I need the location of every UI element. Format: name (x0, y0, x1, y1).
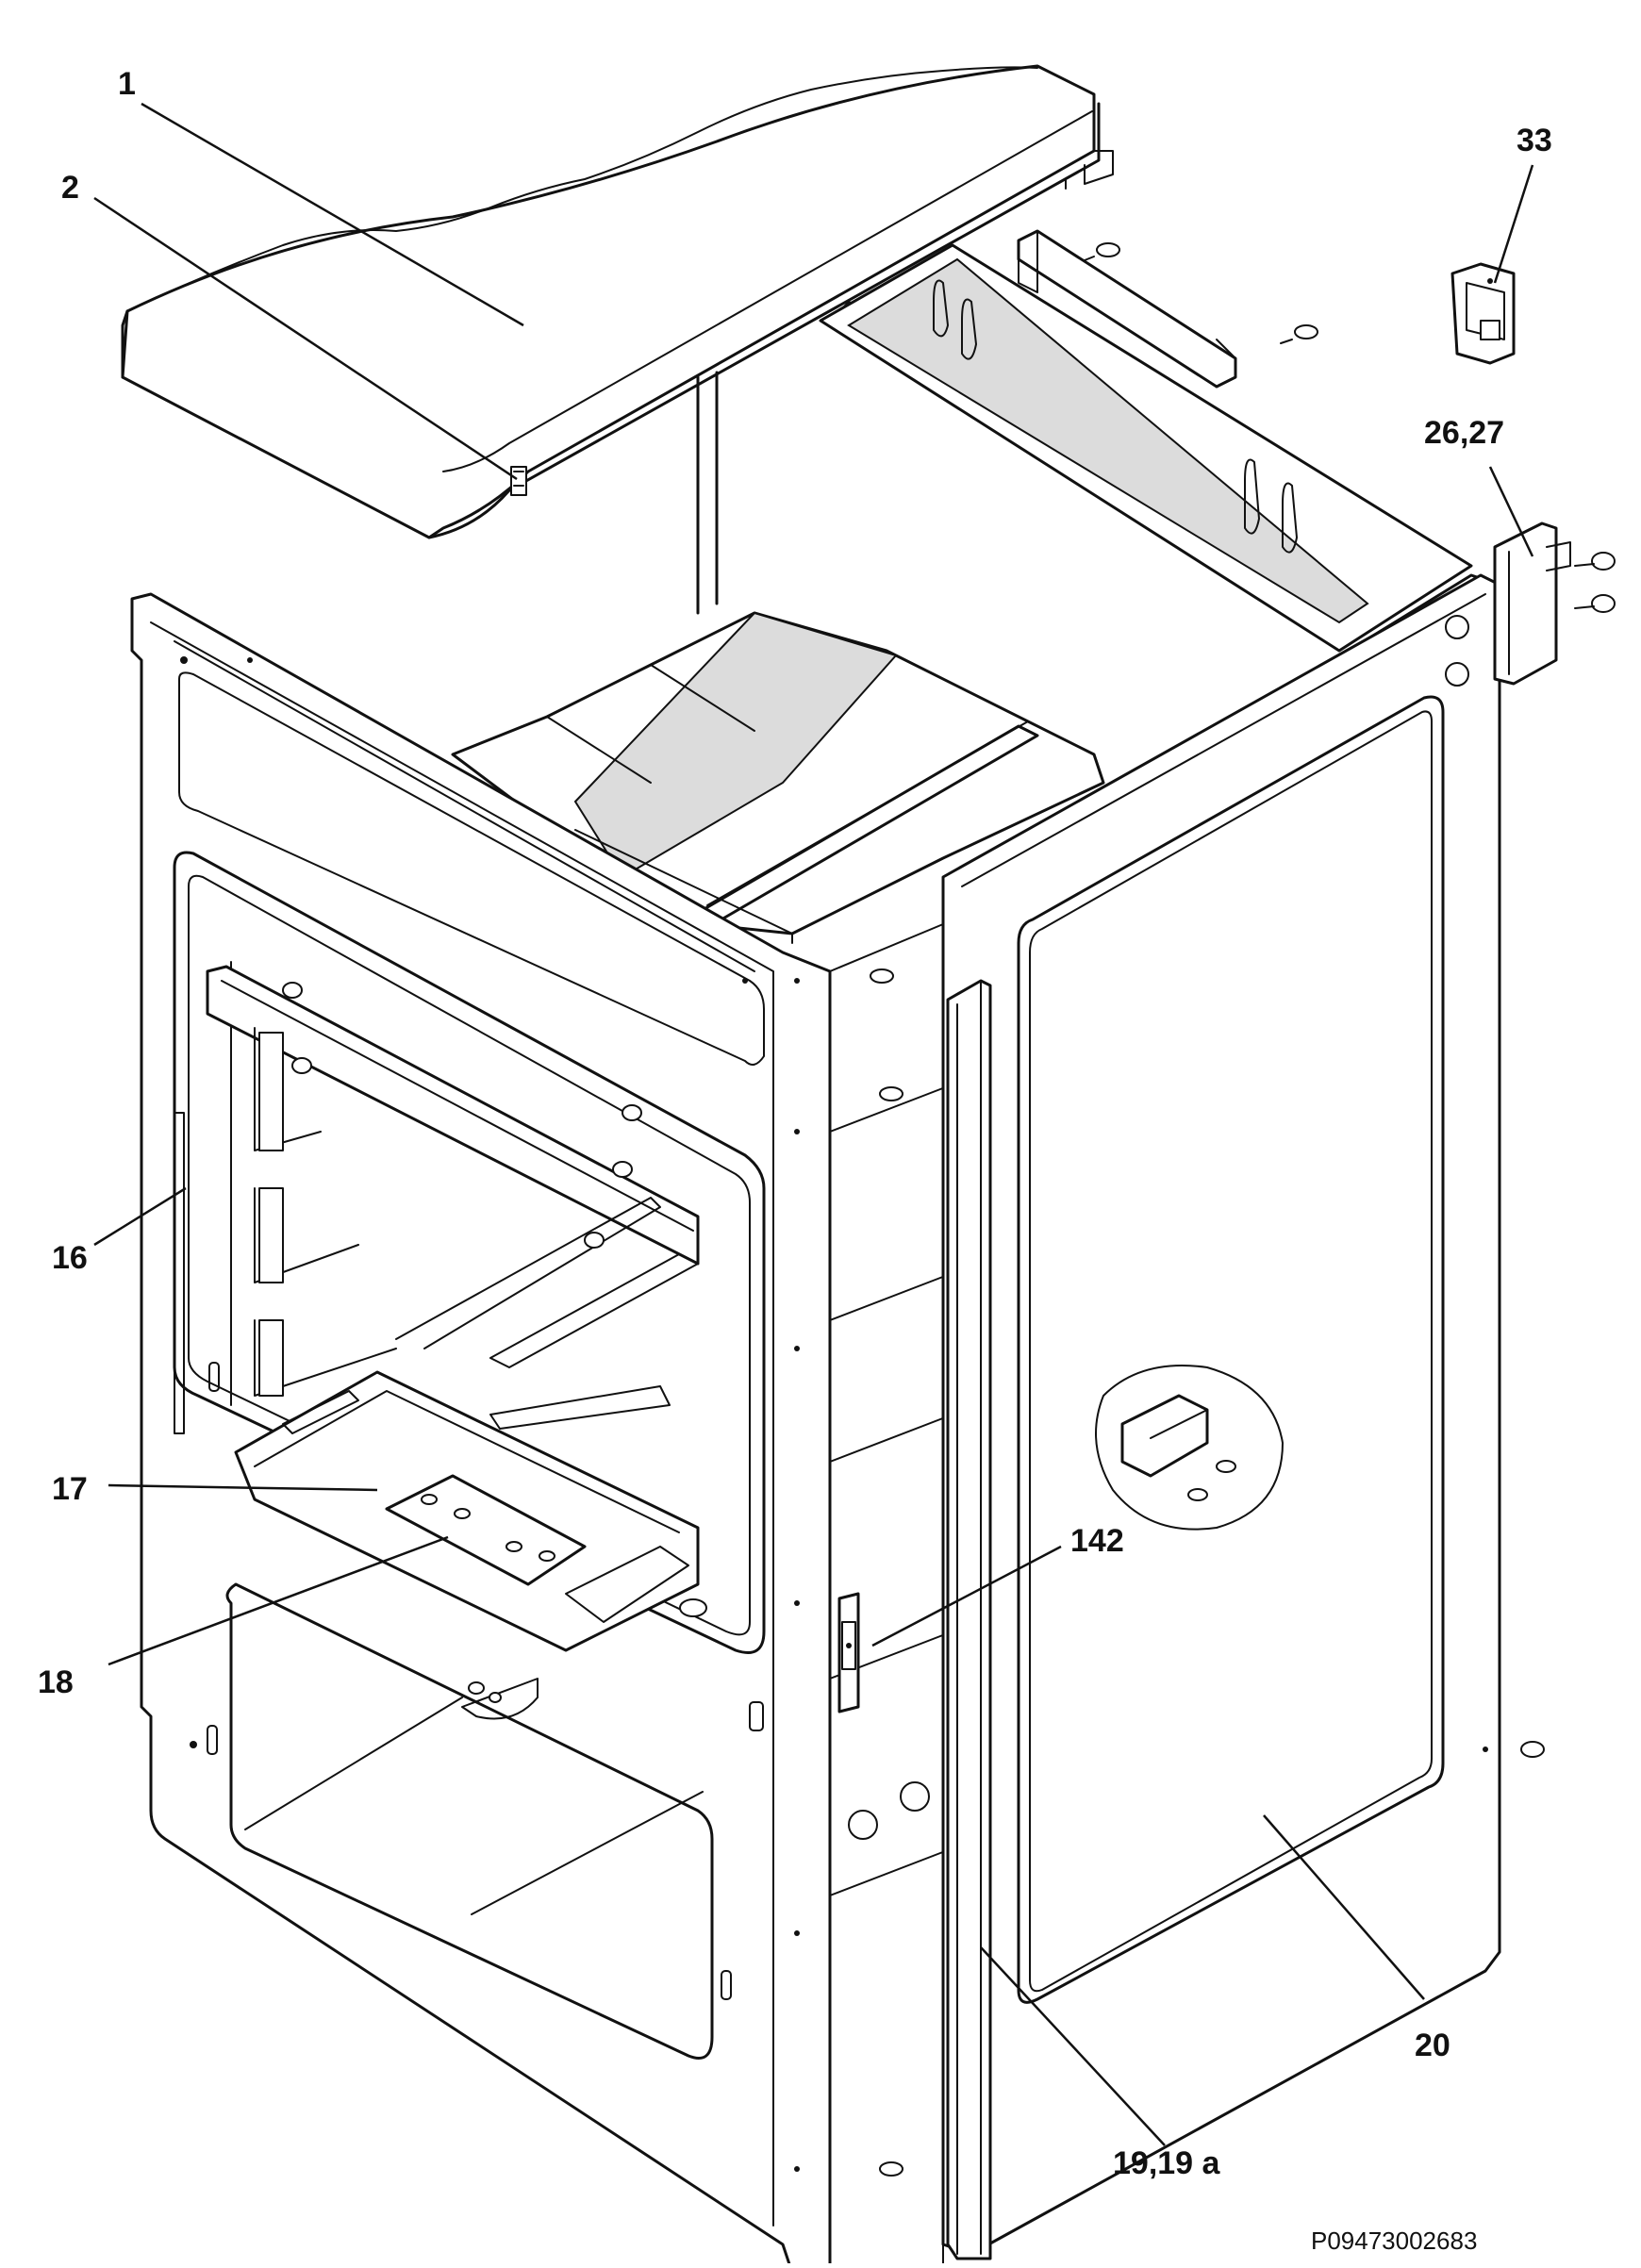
callout-17: 17 (52, 1471, 88, 1507)
clip-part (510, 466, 527, 496)
callout-1: 1 (118, 66, 136, 102)
callout-2: 2 (61, 170, 79, 206)
callout-16: 16 (52, 1240, 88, 1276)
top-cover-part (121, 64, 1114, 539)
bracket-part (1450, 262, 1516, 365)
callout-20: 20 (1415, 2028, 1450, 2063)
callout-142: 142 (1070, 1523, 1124, 1559)
callout-18: 18 (38, 1664, 74, 1700)
front-frame (130, 592, 832, 2268)
insulation-block (451, 611, 1105, 944)
callout-33: 33 (1517, 123, 1552, 158)
hinge-part (1493, 521, 1616, 686)
front-strip-part (946, 979, 992, 2260)
callout-19-19a: 19,19 a (1113, 2145, 1221, 2181)
leader-lines (93, 102, 1534, 2146)
callout-26-27: 26,27 (1424, 415, 1504, 451)
middle-side-section (829, 923, 953, 2264)
rear-frame (696, 229, 1487, 653)
side-panel-part (941, 573, 1545, 2256)
drawing-code: P09473002683 (1311, 2227, 1477, 2255)
